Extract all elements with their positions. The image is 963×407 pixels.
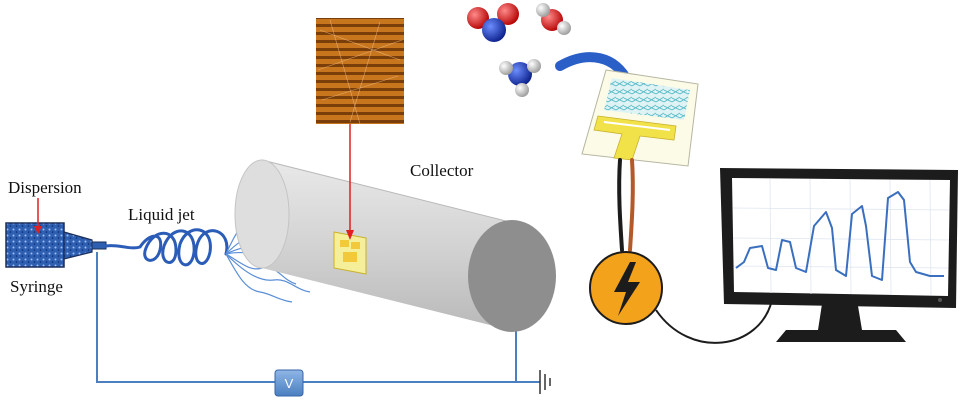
monitor-cable xyxy=(655,299,773,344)
dispersion-label: Dispersion xyxy=(8,178,82,197)
syringe xyxy=(5,222,107,268)
voltage-source: V xyxy=(274,369,304,397)
lightning-bolt-icon xyxy=(614,262,640,316)
electrode-gap xyxy=(603,121,671,131)
sensor-chip-on-collector xyxy=(333,231,367,275)
nh3-molecule-icon xyxy=(499,59,541,97)
monitor-stand xyxy=(776,330,906,342)
liquid-jet xyxy=(104,228,229,267)
gas-sensor xyxy=(581,69,699,167)
dispersion-arrow-head xyxy=(34,226,42,234)
no2-molecule-icon xyxy=(467,3,519,42)
h2o-molecule-icon xyxy=(536,3,571,35)
ground-icon xyxy=(539,370,551,394)
syringe-label: Syringe xyxy=(10,277,63,296)
micrograph-pointer-arrow-head xyxy=(346,230,354,240)
collector-cylinder xyxy=(234,159,556,332)
sensor-response-signal xyxy=(735,191,944,281)
monitor-neck xyxy=(818,304,862,330)
power-source xyxy=(589,251,663,325)
liquid-jet-label: Liquid jet xyxy=(128,205,195,224)
sensor-leads xyxy=(617,158,635,252)
collector-label: Collector xyxy=(410,161,474,180)
collector-end-face xyxy=(468,220,556,332)
micrograph-image xyxy=(316,18,404,125)
voltage-label: V xyxy=(285,376,294,391)
monitor xyxy=(720,168,958,342)
